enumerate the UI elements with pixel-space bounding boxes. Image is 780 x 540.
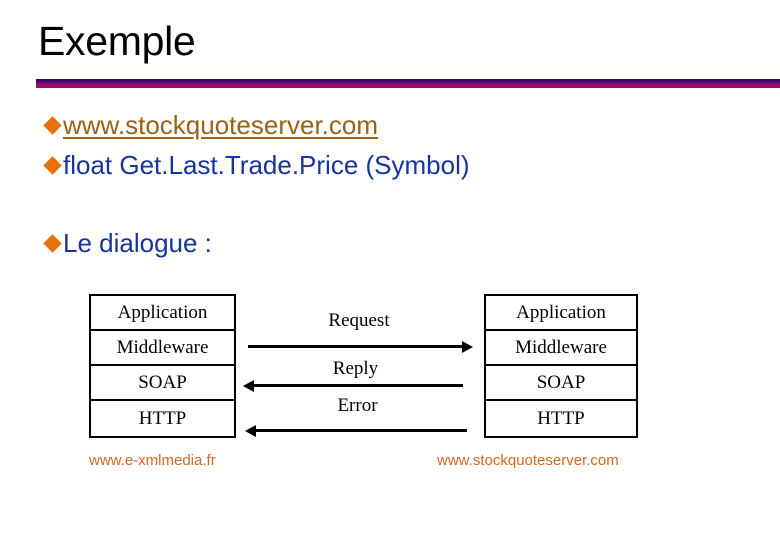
message-label-request: Request <box>328 310 390 331</box>
bullet-site-url-label: www.stockquoteserver.com <box>63 110 379 140</box>
message-arrow-reply-line <box>252 384 463 387</box>
left-stack-layer-middleware: Middleware <box>91 331 234 366</box>
message-label-reply: Reply <box>332 358 379 379</box>
bullet-site-url[interactable]: www.stockquoteserver.com <box>43 110 379 140</box>
right-stack-layer-application: Application <box>486 296 636 331</box>
message-arrow-request-line <box>248 345 466 348</box>
left-protocol-stack: Application Middleware SOAP HTTP <box>89 294 236 438</box>
arrow-left-icon <box>245 425 256 437</box>
right-stack-caption: www.stockquoteserver.com <box>437 452 619 469</box>
left-stack-layer-application: Application <box>91 296 234 331</box>
arrow-right-icon <box>462 341 473 353</box>
message-label-error: Error <box>337 395 378 416</box>
bullet-method-signature-label: float Get.Last.Trade.Price (Symbol) <box>63 150 470 180</box>
right-protocol-stack: Application Middleware SOAP HTTP <box>484 294 638 438</box>
title-divider <box>36 79 780 88</box>
bullet-dialogue-heading-label: Le dialogue : <box>63 228 212 258</box>
bullet-dialogue-heading: Le dialogue : <box>43 228 212 258</box>
message-arrow-error-line <box>254 429 467 432</box>
right-stack-layer-soap: SOAP <box>486 366 636 401</box>
bullet-method-signature: float Get.Last.Trade.Price (Symbol) <box>43 150 470 180</box>
left-stack-caption: www.e-xmlmedia.fr <box>89 452 216 469</box>
page-title: Exemple <box>38 18 196 64</box>
arrow-left-icon <box>243 380 254 392</box>
left-stack-layer-http: HTTP <box>138 408 187 429</box>
left-stack-layer-soap: SOAP <box>91 366 234 401</box>
right-stack-layer-middleware: Middleware <box>486 331 636 366</box>
right-stack-layer-http: HTTP <box>537 408 585 429</box>
